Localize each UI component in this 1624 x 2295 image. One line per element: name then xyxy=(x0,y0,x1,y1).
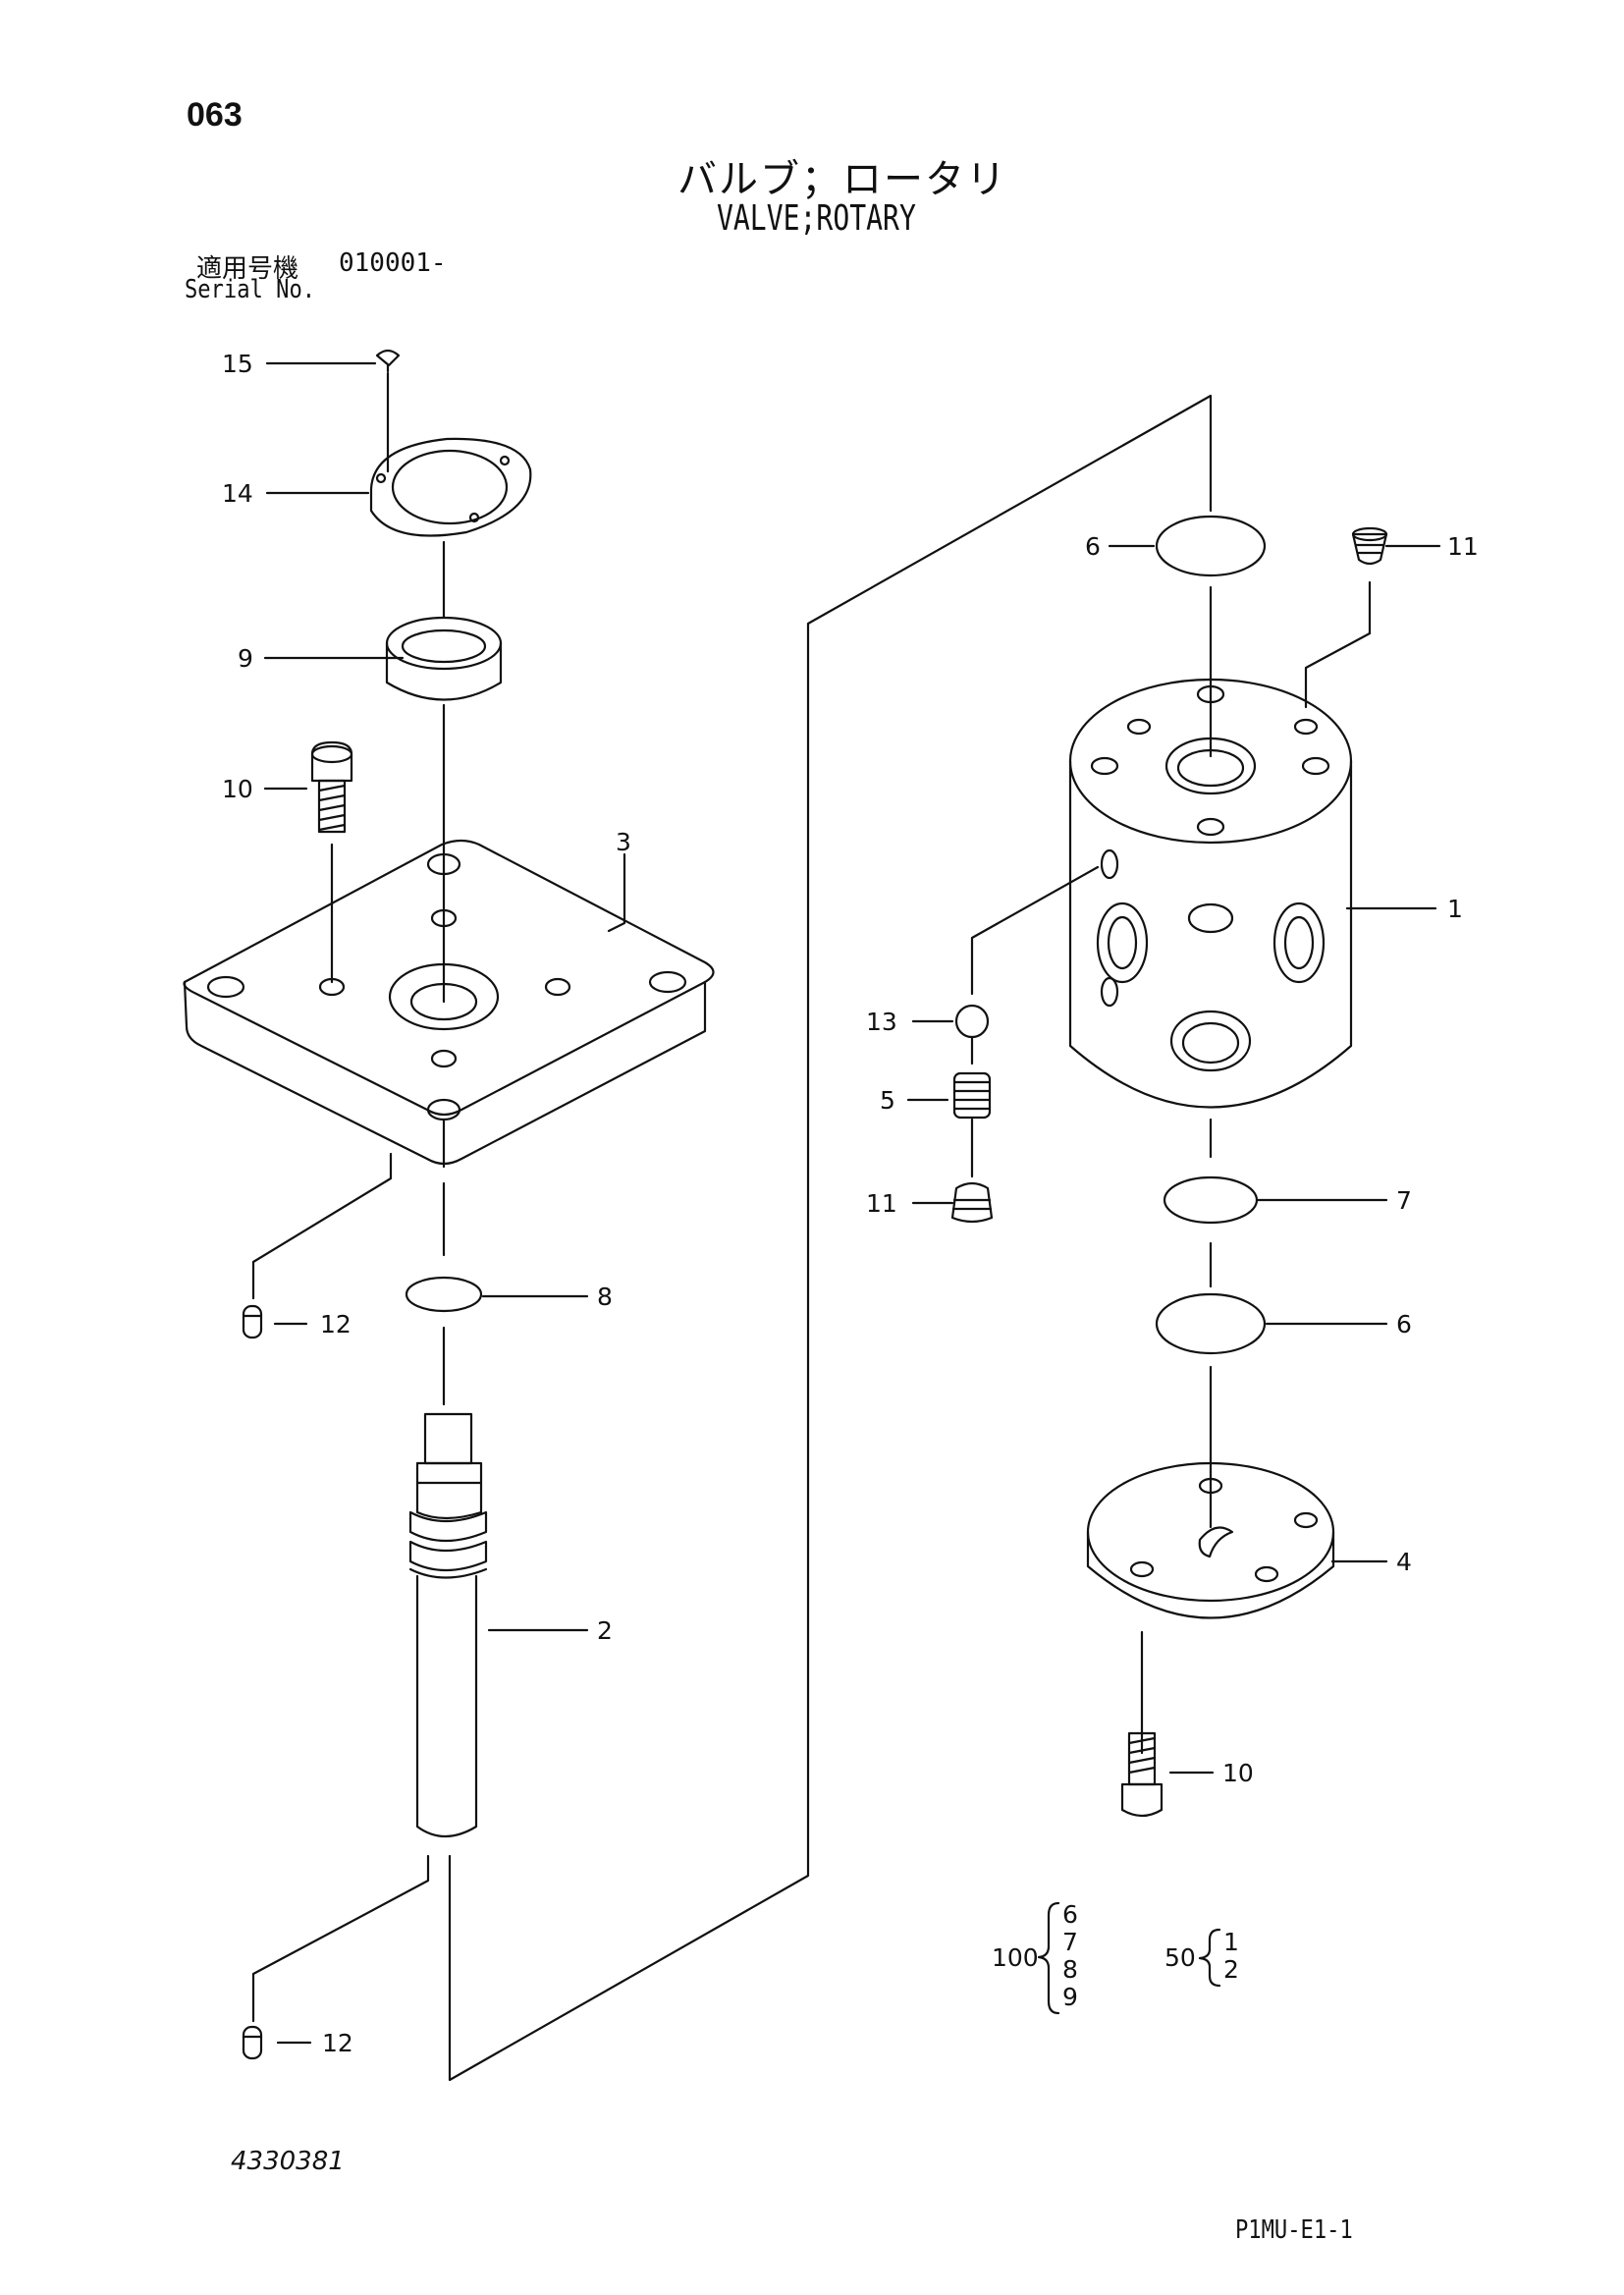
callout-4: 4 xyxy=(1396,1548,1412,1576)
callout-14: 14 xyxy=(222,479,253,508)
part-11-plug-upper xyxy=(1351,526,1388,566)
kit-100-qty: 100 xyxy=(992,1943,1039,1972)
part-7-o-ring xyxy=(1163,1175,1259,1225)
part-2-shaft xyxy=(408,1412,488,1837)
part-9-seal xyxy=(385,616,503,701)
part-14-plate xyxy=(369,437,532,537)
title-english: VALVE;ROTARY xyxy=(717,198,916,239)
serial-label-japanese: 適用号機 xyxy=(196,254,299,284)
callout-9: 9 xyxy=(238,644,253,673)
callout-2: 2 xyxy=(597,1616,613,1645)
callout-10-left: 10 xyxy=(222,775,253,803)
kit-labels: 100 6 7 8 9 50 1 2 xyxy=(992,1900,1239,2011)
part-4-end-cover xyxy=(1086,1461,1335,1619)
title-japanese: バルブ；ロータリ xyxy=(677,157,1007,202)
part-10-bolt-lower xyxy=(1120,1731,1164,1818)
part-15-screw xyxy=(375,349,401,373)
part-12-pins xyxy=(242,1304,263,2060)
callout-13: 13 xyxy=(866,1008,897,1036)
callout-11-lower: 11 xyxy=(866,1189,897,1218)
part-11-plug-lower xyxy=(950,1181,994,1224)
part-1-rotary-body xyxy=(1068,678,1353,1109)
callout-1: 1 xyxy=(1447,895,1463,923)
leader-lines xyxy=(251,371,1372,2082)
kit-50-item: 2 xyxy=(1223,1955,1239,1984)
page-number: 063 xyxy=(187,96,243,134)
callout-15: 15 xyxy=(222,350,253,378)
part-6-o-ring-upper xyxy=(1155,515,1267,577)
callout-3: 3 xyxy=(616,828,631,856)
kit-50-qty: 50 xyxy=(1164,1943,1196,1972)
part-6-o-ring-lower xyxy=(1155,1292,1267,1355)
serial-label-english: Serial No. xyxy=(185,275,316,304)
callout-7: 7 xyxy=(1396,1186,1412,1215)
callout-12-lower: 12 xyxy=(322,2029,353,2057)
callout-11-upper: 11 xyxy=(1447,532,1479,561)
callout-6-lower: 6 xyxy=(1396,1310,1412,1339)
page-code: P1MU-E1-1 xyxy=(1235,2215,1353,2245)
callout-lines xyxy=(263,361,1441,2045)
kit-100-item: 8 xyxy=(1062,1955,1078,1984)
kit-100-item: 9 xyxy=(1062,1983,1078,2011)
kit-braces xyxy=(1037,1901,1221,2015)
kit-50-item: 1 xyxy=(1223,1928,1239,1956)
kit-100-item: 6 xyxy=(1062,1900,1078,1929)
document-number: 4330381 xyxy=(231,2147,345,2176)
part-13-ball xyxy=(954,1004,990,1039)
serial-number-range: 010001- xyxy=(339,248,447,278)
callout-12-upper: 12 xyxy=(320,1310,352,1339)
callout-6-upper: 6 xyxy=(1085,532,1101,561)
callout-8: 8 xyxy=(597,1283,613,1311)
part-5-spring xyxy=(952,1071,992,1120)
part-8-o-ring xyxy=(405,1276,483,1313)
part-10-bolt-left xyxy=(310,740,353,834)
callout-5: 5 xyxy=(880,1086,895,1115)
callout-labels: 15 14 9 10 3 12 8 2 12 6 11 1 13 5 11 7 … xyxy=(222,350,1479,2057)
part-3-flange-plate xyxy=(183,839,715,1169)
callout-10-lower: 10 xyxy=(1222,1759,1254,1787)
kit-100-item: 7 xyxy=(1062,1928,1078,1956)
